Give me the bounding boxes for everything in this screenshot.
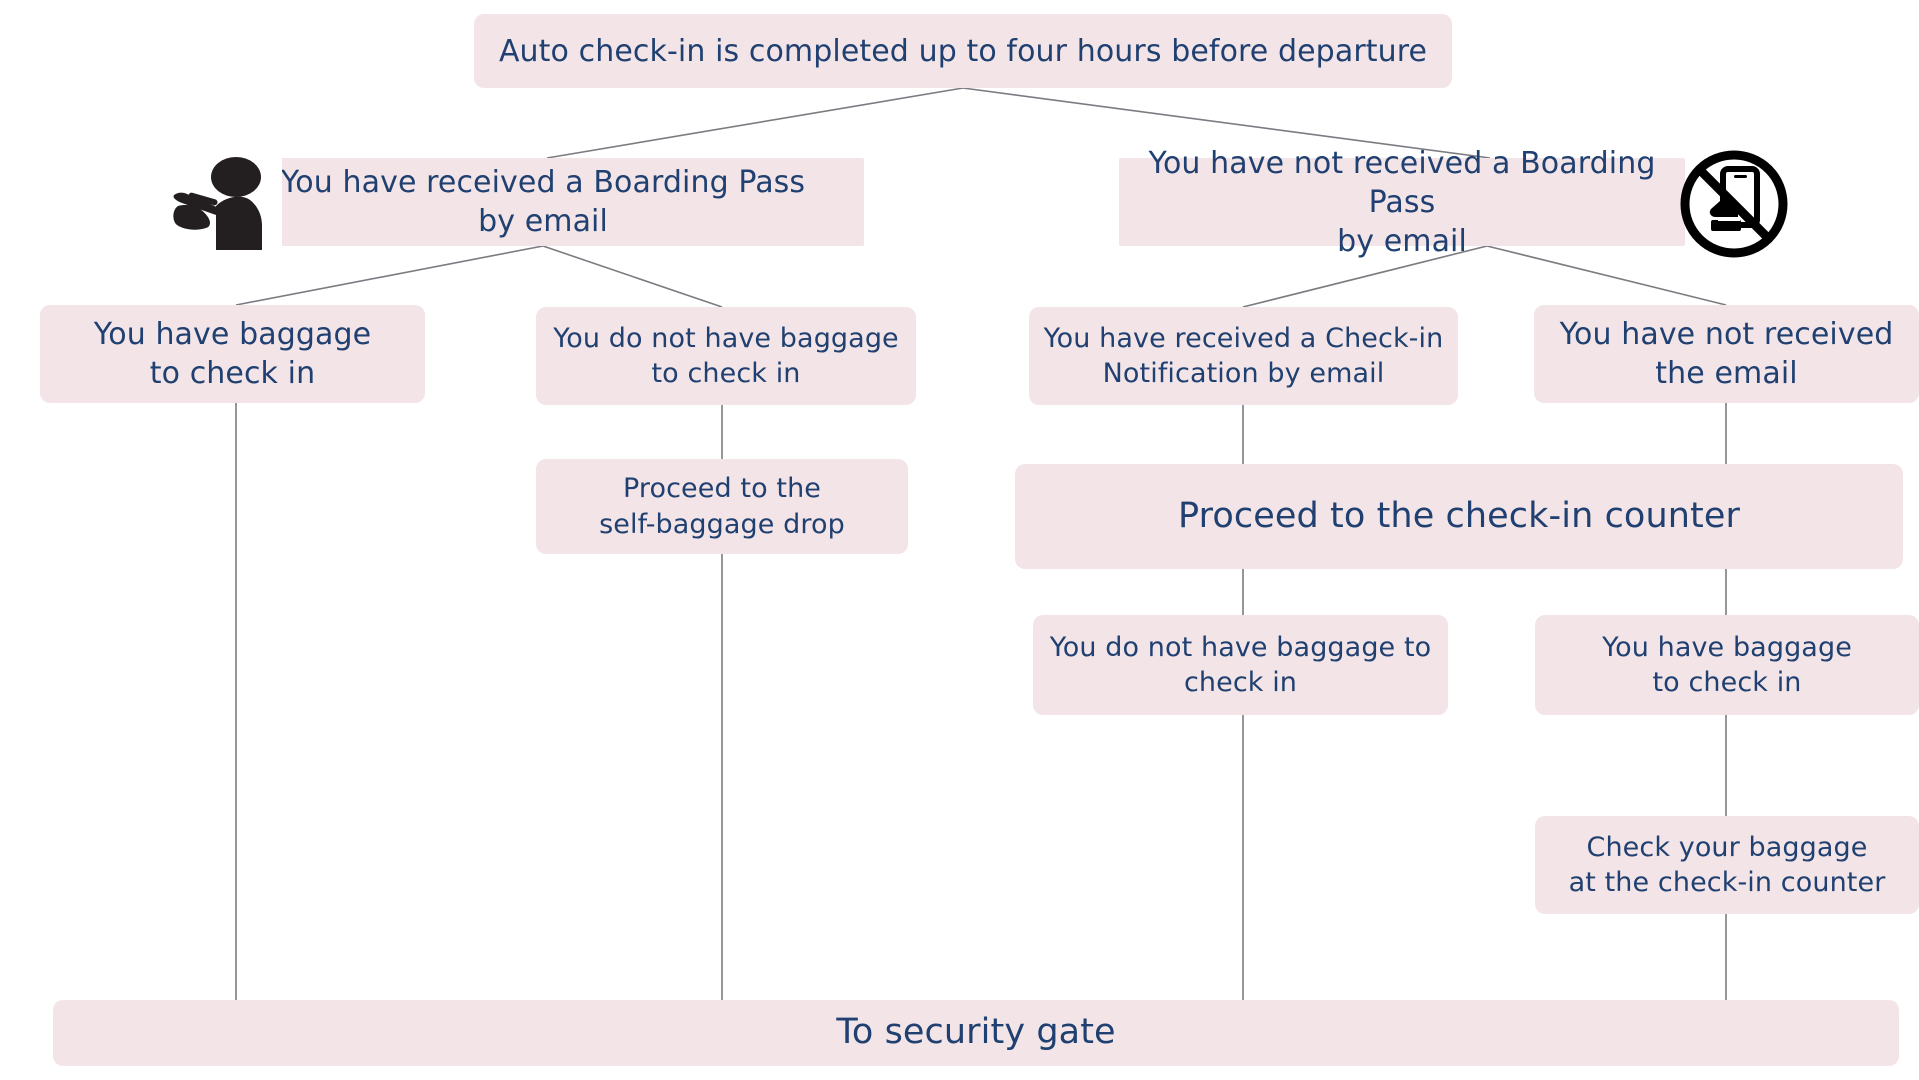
node-proceed-checkin-counter[interactable]: Proceed to the check-in counter (1015, 464, 1903, 569)
no-mobile-boarding-pass-icon (1678, 148, 1790, 260)
node-left-no-baggage[interactable]: You do not have baggage to check in (536, 307, 916, 405)
node-not-received-email[interactable]: You have not received the email (1534, 305, 1919, 403)
node-branch-right[interactable]: You have not received a Boarding Pass by… (1119, 146, 1685, 259)
node-left-have-baggage[interactable]: You have baggage to check in (40, 305, 425, 403)
node-counter-have-baggage[interactable]: You have baggage to check in (1535, 615, 1919, 715)
node-counter-no-baggage[interactable]: You do not have baggage to check in (1033, 615, 1448, 715)
connector-left-to-nobaggage (542, 245, 723, 308)
connector-left-to-baggage (235, 245, 544, 306)
node-security-gate[interactable]: To security gate (53, 1000, 1899, 1066)
person-holding-boarding-pass-icon (172, 150, 282, 250)
node-branch-left[interactable]: You have received a Boarding Pass by ema… (222, 158, 864, 246)
node-self-baggage-drop[interactable]: Proceed to the self-baggage drop (536, 459, 908, 554)
connector-root-to-left (546, 87, 964, 159)
node-check-baggage-at-counter[interactable]: Check your baggage at the check-in count… (1535, 816, 1919, 914)
node-root[interactable]: Auto check-in is completed up to four ho… (474, 14, 1452, 88)
node-checkin-notification[interactable]: You have received a Check-in Notificatio… (1029, 307, 1458, 405)
